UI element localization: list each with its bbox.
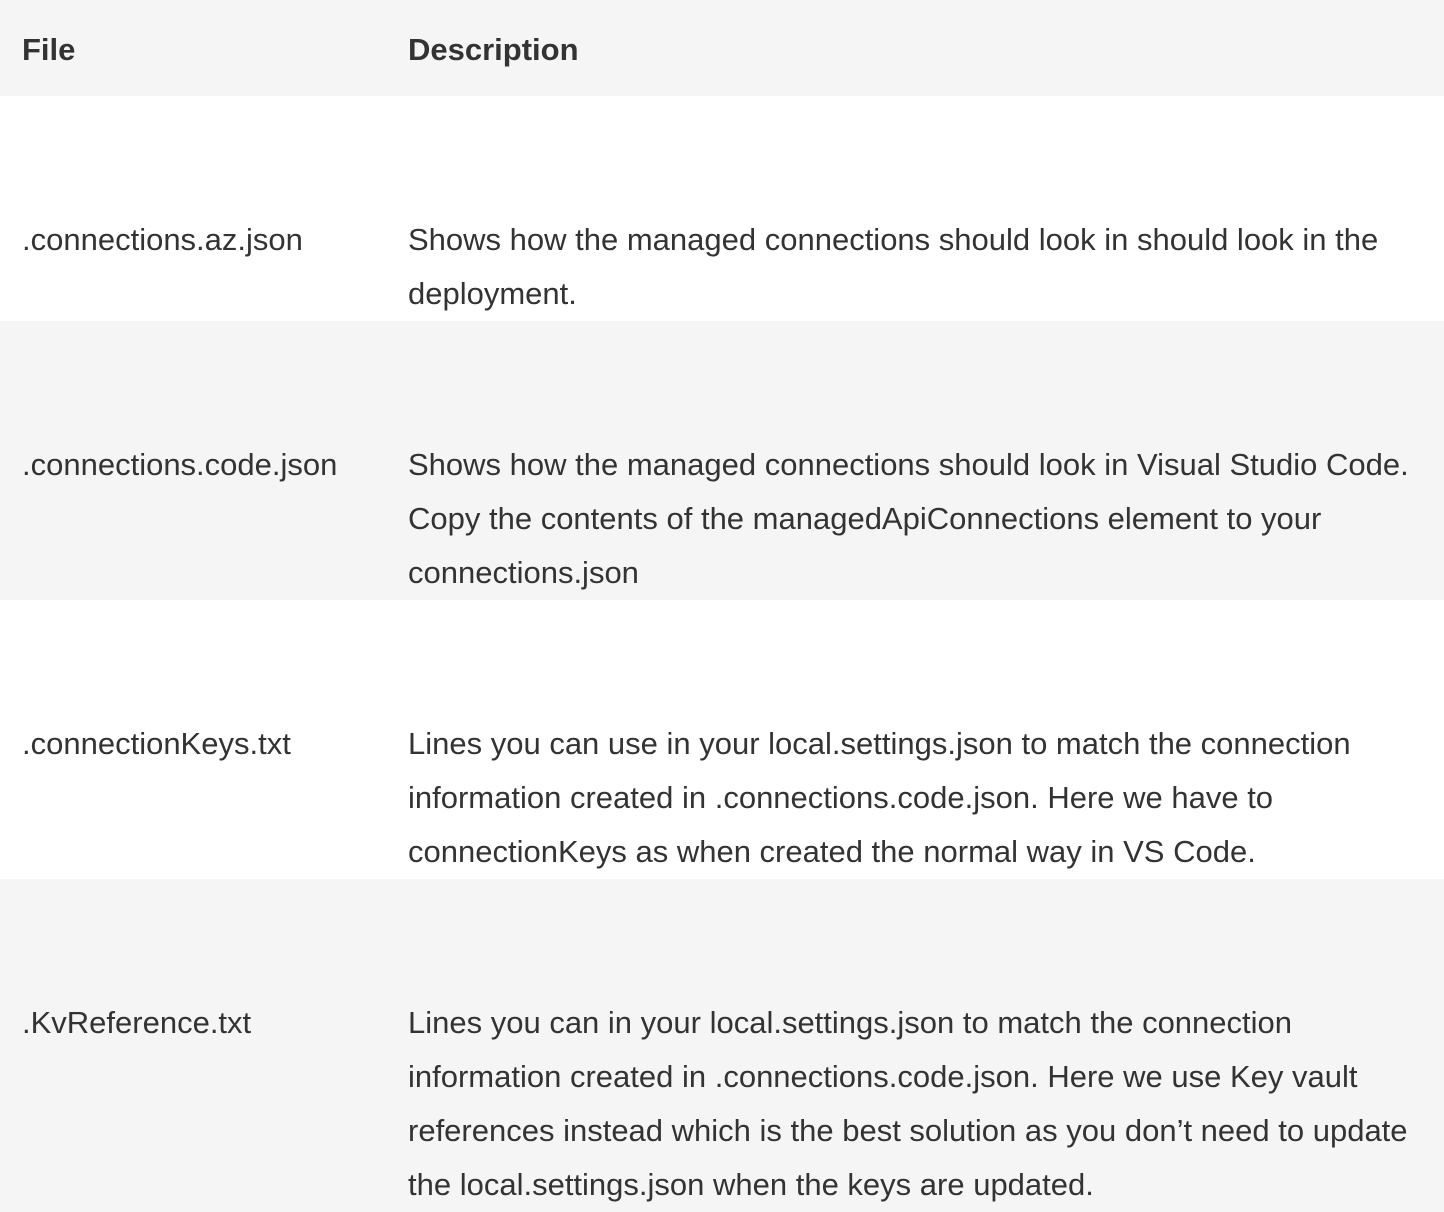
table-body: .connections.az.json Shows how the manag…: [0, 96, 1444, 1212]
table-row: .connections.code.json Shows how the man…: [0, 321, 1444, 600]
table-row: .KvReference.txt Lines you can in your l…: [0, 879, 1444, 1212]
header-row: File Description: [0, 0, 1444, 96]
table-row: .connections.az.json Shows how the manag…: [0, 96, 1444, 321]
file-description-cell: Shows how the managed connections should…: [408, 222, 1379, 311]
file-description-cell: Shows how the managed connections should…: [408, 447, 1409, 590]
file-name-cell: .connectionKeys.txt: [22, 726, 291, 761]
file-description-cell: Lines you can use in your local.settings…: [408, 726, 1351, 869]
file-description-cell: Lines you can in your local.settings.jso…: [408, 1005, 1408, 1202]
file-name-cell: .connections.az.json: [22, 222, 303, 257]
description-column-header: Description: [408, 32, 579, 67]
file-name-cell: .KvReference.txt: [22, 1005, 252, 1040]
table-row: .connectionKeys.txt Lines you can use in…: [0, 600, 1444, 879]
table-header: File Description: [0, 0, 1444, 96]
file-column-header: File: [22, 32, 76, 67]
file-name-cell: .connections.code.json: [22, 447, 338, 482]
